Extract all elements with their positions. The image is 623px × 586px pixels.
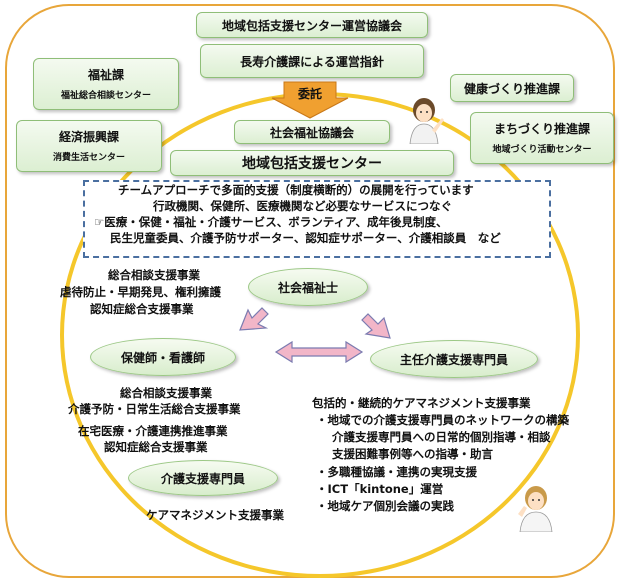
economy-dept-box: 経済振興課 消費生活センター bbox=[16, 120, 162, 172]
nurse-duty-1: 総合相談支援事業 bbox=[120, 386, 212, 400]
guidance-box: 長寿介護課による運営指針 bbox=[200, 44, 424, 78]
chief-duty-1: 包括的・継続的ケアマネジメント支援事業 bbox=[312, 396, 531, 410]
town-dept-box: まちづくり推進課 地域づくり活動センター bbox=[470, 112, 614, 164]
chief-duty-7: ・地域ケア個別会議の実践 bbox=[316, 499, 454, 513]
social-welfare-council-label: 社会福祉協議会 bbox=[269, 126, 354, 140]
town-dept-sub: 地域づくり活動センター bbox=[492, 145, 592, 155]
center-box: 地域包括支援センター bbox=[170, 150, 454, 176]
welfare-dept-box: 福祉課 福祉総合相談センター bbox=[33, 58, 179, 110]
team-approach-box bbox=[83, 180, 551, 258]
nurse-duty-2: 介護予防・日常生活総合支援事業 bbox=[68, 402, 241, 416]
nurse-label: 保健師・看護師 bbox=[120, 350, 205, 365]
guidance-label: 長寿介護課による運営指針 bbox=[240, 55, 384, 69]
chief-care-manager-label: 主任介護支援専門員 bbox=[399, 352, 508, 367]
care-manager-oval: 介護支援専門員 bbox=[128, 460, 278, 496]
team-approach-line2: 行政機関、保健所、医療機関など必要なサービスにつなぐ bbox=[153, 199, 452, 213]
social-worker-duty-3: 認知症総合支援事業 bbox=[90, 302, 194, 316]
chief-duty-6: ・ICT「kintone」運営 bbox=[316, 482, 444, 496]
chief-duty-4: 支援困難事例等への指導・助言 bbox=[332, 447, 493, 461]
welfare-dept-sub: 福祉総合相談センター bbox=[60, 91, 151, 101]
social-worker-duty-2: 虐待防止・早期発見、権利擁護 bbox=[60, 285, 221, 299]
chief-duty-5: ・多職種協議・連携の実現支援 bbox=[316, 465, 477, 479]
social-worker-label: 社会福祉士 bbox=[277, 280, 338, 295]
center-label: 地域包括支援センター bbox=[242, 156, 382, 172]
commission-arrow bbox=[271, 81, 349, 119]
nurse-oval: 保健師・看護師 bbox=[90, 338, 236, 376]
economy-dept-title: 経済振興課 bbox=[58, 130, 119, 144]
social-worker-oval: 社会福祉士 bbox=[248, 268, 368, 306]
chief-duty-2: ・地域での介護支援専門員のネットワークの構築 bbox=[316, 413, 569, 427]
health-dept-title: 健康づくり推進課 bbox=[463, 82, 560, 96]
team-approach-line3: ☞医療・保健・福祉・介護サービス、ボランティア、成年後見制度、 bbox=[94, 215, 448, 229]
care-manager-duty-1: ケアマネジメント支援事業 bbox=[146, 508, 284, 522]
town-dept-title: まちづくり推進課 bbox=[493, 122, 590, 136]
nurse-duty-3: 在宅医療・介護連携推進事業 bbox=[78, 424, 228, 438]
person-illustration-bottom bbox=[518, 486, 553, 532]
council-label: 地域包括支援センター運営協議会 bbox=[221, 19, 402, 33]
chief-duty-3: 介護支援専門員への日常的個別指導・相談 bbox=[332, 430, 551, 444]
team-approach-line1: チームアプローチで多面的支援（制度横断的）の展開を行っています bbox=[118, 183, 474, 197]
social-welfare-council-box: 社会福祉協議会 bbox=[234, 120, 390, 144]
health-dept-box: 健康づくり推進課 bbox=[450, 74, 574, 102]
social-worker-duty-1: 総合相談支援事業 bbox=[108, 268, 200, 282]
commission-label: 委託 bbox=[297, 87, 322, 101]
council-box: 地域包括支援センター運営協議会 bbox=[196, 12, 428, 38]
welfare-dept-title: 福祉課 bbox=[87, 68, 124, 82]
nurse-duty-4: 認知症総合支援事業 bbox=[104, 440, 208, 454]
person-illustration-top bbox=[409, 98, 444, 144]
care-manager-label: 介護支援専門員 bbox=[160, 471, 245, 486]
team-approach-line4: 民生児童委員、介護予防サポーター、認知症サポーター、介護相談員 など bbox=[110, 231, 501, 245]
chief-care-manager-oval: 主任介護支援専門員 bbox=[370, 340, 538, 378]
economy-dept-sub: 消費生活センター bbox=[52, 153, 125, 163]
